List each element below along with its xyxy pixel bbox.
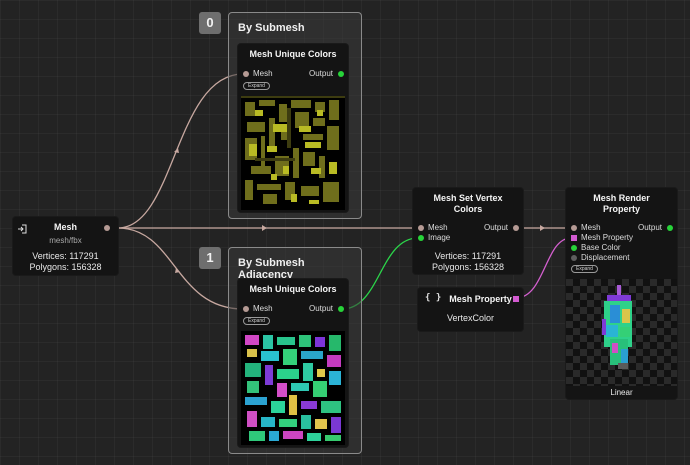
mesh-input-port[interactable] (243, 306, 249, 312)
polygons-count: Polygons: 156328 (29, 262, 102, 272)
group-title: By Submesh (238, 22, 305, 34)
node-title: Mesh Unique Colors (249, 49, 337, 59)
port-label: Mesh (253, 304, 273, 313)
render-output-port[interactable] (667, 225, 673, 231)
mesh-output-port[interactable] (513, 225, 519, 231)
unique-colors-preview-1 (241, 331, 345, 445)
port-label: Output (483, 223, 508, 232)
port-label: Mesh Property (581, 233, 634, 242)
node-title: Colors (453, 204, 483, 214)
image-input-port[interactable] (418, 235, 424, 241)
mesh-input-port[interactable] (243, 71, 249, 77)
port-label: Mesh (428, 223, 448, 232)
port-label: Image (428, 233, 451, 242)
wire-arrow (540, 225, 545, 231)
group-index-badge: 0 (199, 12, 221, 34)
property-value: VertexColor (446, 313, 495, 323)
wire-mesh-to-unique-colors-0 (117, 73, 244, 229)
port-label: Base Color (581, 243, 621, 252)
expand-button[interactable]: Expand (243, 317, 270, 325)
node-title: Mesh Property (449, 294, 512, 304)
property-output-port[interactable] (513, 296, 519, 302)
render-preview (566, 279, 677, 386)
wire-arrow (175, 268, 180, 273)
port-label: Mesh (253, 69, 273, 78)
node-title: Mesh Render (593, 193, 650, 203)
wire-mesh-to-unique-colors-1 (117, 227, 244, 310)
polygons-count: Polygons: 156328 (431, 262, 505, 272)
node-title: Mesh Set Vertex (433, 193, 503, 203)
mesh-input-node[interactable]: Mesh mesh/fbx Vertices: 117291 Polygons:… (13, 217, 118, 275)
braces-icon: { } (425, 293, 442, 303)
mesh-input-port[interactable] (418, 225, 424, 231)
image-output-port[interactable] (338, 71, 344, 77)
node-title: Mesh (53, 222, 77, 232)
port-label: Mesh (581, 223, 601, 232)
expand-button[interactable]: Expand (571, 265, 598, 273)
unique-colors-preview-0 (241, 96, 345, 210)
mesh-output-port[interactable] (104, 225, 110, 231)
input-arrow-icon (17, 221, 27, 234)
wire-property-to-render (515, 237, 572, 299)
mesh-unique-colors-node-1[interactable]: Mesh Unique Colors Mesh Output Expand (238, 279, 348, 447)
expand-button[interactable]: Expand (243, 82, 270, 90)
vertex-colored-model (602, 285, 632, 369)
port-label: Output (308, 304, 333, 313)
mesh-unique-colors-node-0[interactable]: Mesh Unique Colors Mesh Output Expand (238, 44, 348, 212)
mesh-set-vertex-colors-node[interactable]: Mesh Set Vertex Colors Mesh Output Image… (413, 188, 523, 274)
displacement-input-port[interactable] (571, 255, 577, 261)
node-title: Property (602, 204, 640, 214)
mesh-property-node[interactable]: { } Mesh Property VertexColor (418, 288, 523, 331)
vertices-count: Vertices: 117291 (32, 251, 99, 261)
port-label: Output (308, 69, 333, 78)
base-color-input-port[interactable] (571, 245, 577, 251)
mesh-input-port[interactable] (571, 225, 577, 231)
node-title: Mesh Unique Colors (249, 284, 337, 294)
mesh-property-input-port[interactable] (571, 235, 577, 241)
port-label: Displacement (581, 253, 630, 262)
port-label: Output (637, 223, 662, 232)
wire-arrow (262, 225, 267, 231)
mesh-render-property-node[interactable]: Mesh Render Property Mesh Output Mesh Pr… (566, 188, 677, 399)
image-output-port[interactable] (338, 306, 344, 312)
vertices-count: Vertices: 117291 (434, 251, 502, 261)
wire-arrow (174, 148, 179, 153)
node-subtitle: mesh/fbx (49, 236, 82, 245)
group-index-badge: 1 (199, 247, 221, 269)
preview-label: Linear (610, 388, 633, 397)
group-title: By Submesh Adjacency (238, 257, 305, 281)
